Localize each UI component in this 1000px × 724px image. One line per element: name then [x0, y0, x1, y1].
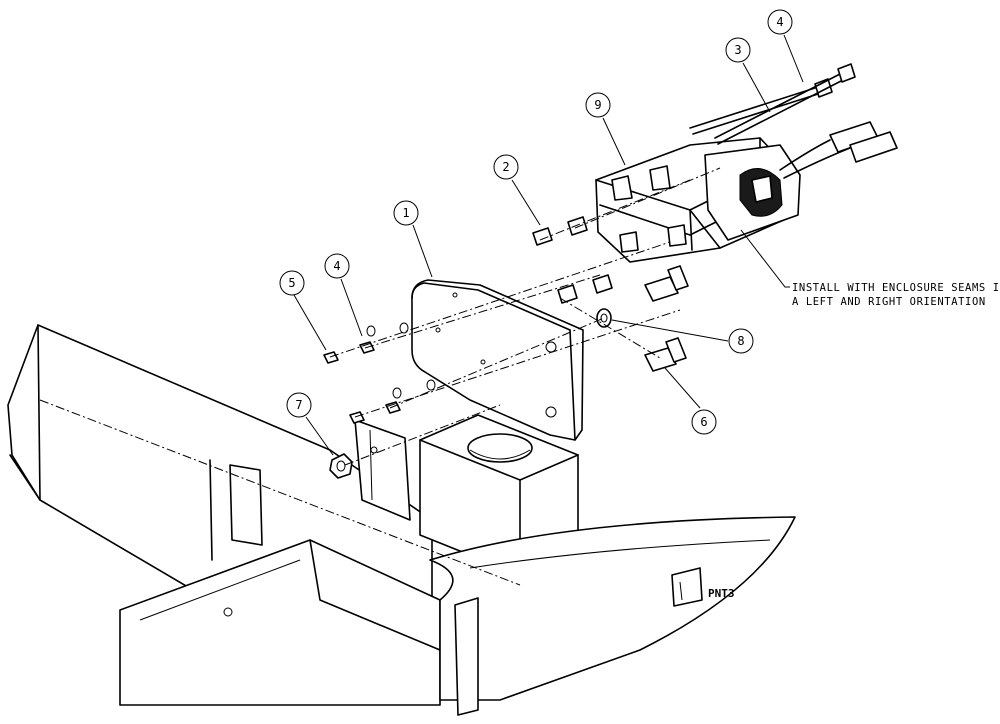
callout-9-label: 9	[594, 98, 601, 112]
part-stamp: PNT3	[708, 587, 735, 600]
callout-6-label: 6	[700, 415, 707, 429]
callout-5: 5	[279, 270, 305, 296]
hex-nut	[329, 453, 353, 479]
callout-4-left: 4	[324, 253, 350, 279]
frame-chassis	[7, 324, 796, 716]
callout-8-label: 8	[737, 334, 744, 348]
leader-lines	[293, 34, 804, 456]
mounting-plate	[411, 279, 584, 441]
callout-5-label: 5	[288, 276, 295, 290]
callout-4-top: 4	[767, 9, 793, 35]
install-note-line-2: A LEFT AND RIGHT ORIENTATION	[792, 296, 986, 308]
callout-4-top-label: 4	[776, 15, 783, 29]
callout-7-label: 7	[295, 398, 302, 412]
callout-3: 3	[725, 37, 751, 63]
callout-4-left-label: 4	[333, 259, 340, 273]
callout-9: 9	[585, 92, 611, 118]
callout-3-label: 3	[734, 43, 741, 57]
callout-1: 1	[393, 200, 419, 226]
callout-7: 7	[286, 392, 312, 418]
install-note-line-1: INSTALL WITH ENCLOSURE SEAMS IN	[792, 282, 1000, 294]
callout-6: 6	[691, 409, 717, 435]
callout-2-label: 2	[502, 160, 509, 174]
control-enclosure	[595, 121, 898, 263]
callout-8: 8	[728, 328, 754, 354]
callout-1-label: 1	[402, 206, 409, 220]
assembly-center-lines	[329, 167, 721, 466]
callout-2: 2	[493, 154, 519, 180]
spacers	[532, 216, 613, 304]
long-screws	[689, 63, 856, 145]
